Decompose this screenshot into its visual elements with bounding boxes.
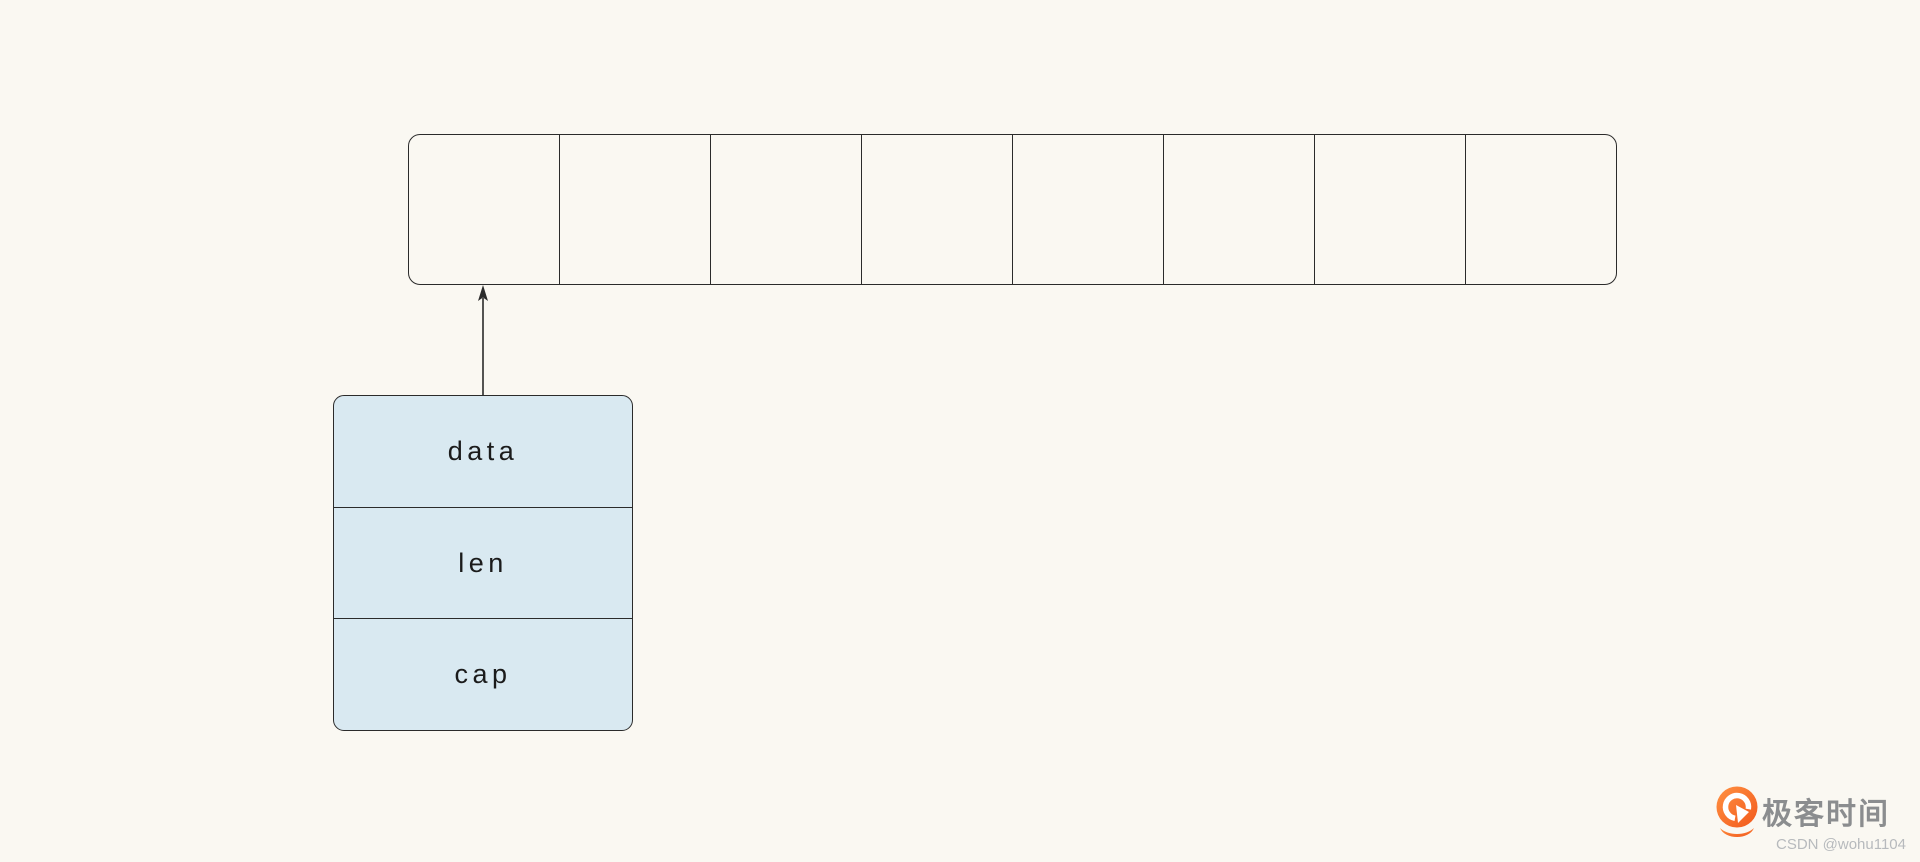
- watermark-credit-text: CSDN @wohu1104: [1775, 836, 1906, 853]
- watermark-brand-text: 极客时间: [1762, 798, 1890, 831]
- struct-field-len: len: [334, 508, 632, 620]
- watermark: 极客时间 CSDN @wohu1104: [1716, 784, 1908, 856]
- backing-array: [408, 134, 1617, 285]
- slice-struct: data len cap: [333, 395, 633, 731]
- array-cell-6: [1315, 135, 1466, 284]
- array-cell-4: [1013, 135, 1164, 284]
- array-cell-5: [1164, 135, 1315, 284]
- pointer-arrow: [478, 285, 488, 395]
- array-cell-7: [1466, 135, 1616, 284]
- array-cell-2: [711, 135, 862, 284]
- array-cell-1: [560, 135, 711, 284]
- array-cell-3: [862, 135, 1013, 284]
- array-cell-0: [409, 135, 560, 284]
- struct-field-cap: cap: [454, 659, 512, 690]
- struct-field-data: data: [334, 396, 632, 508]
- geektime-logo-icon: [1716, 786, 1758, 837]
